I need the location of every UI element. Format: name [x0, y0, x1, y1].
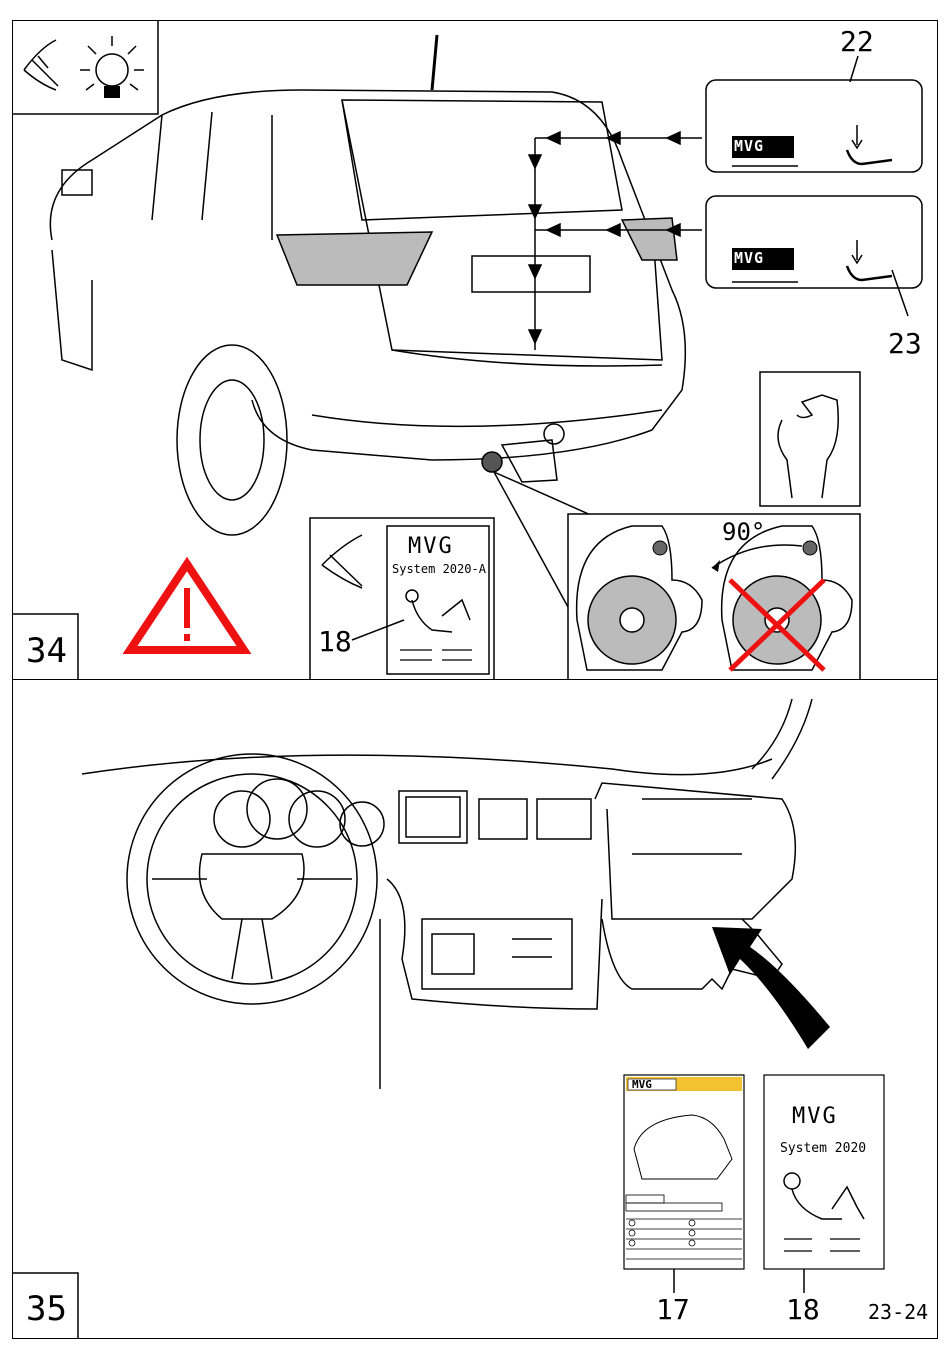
socket-detail-box: [568, 514, 860, 680]
brand-logo-23: MVG: [734, 249, 764, 267]
warning-triangle-icon: [130, 564, 244, 650]
manual-18-brand: MVG: [792, 1104, 838, 1129]
step-34-number: 34: [26, 634, 67, 668]
dashboard-drawing: [82, 699, 812, 1089]
hand-gesture-icon: [760, 372, 860, 506]
callout-18-label: 18: [318, 628, 352, 656]
step-34-illustration: [12, 20, 938, 680]
step-35-illustration: [12, 679, 938, 1339]
insert-direction-arrow: [712, 927, 830, 1049]
brand-logo-22: MVG: [734, 137, 764, 155]
callout-18-label-35: 18: [786, 1296, 820, 1324]
left-taillight: [277, 232, 432, 285]
callout-box-23: [706, 196, 922, 288]
manual-title: System 2020-A: [392, 562, 486, 576]
rotation-angle-label: 90°: [722, 518, 765, 546]
manual-brand: MVG: [408, 534, 454, 559]
manual-17: [624, 1075, 744, 1269]
callout-22-label: 22: [840, 28, 874, 56]
manual-17-brand: MVG: [632, 1078, 652, 1091]
step-35-number: 35: [26, 1292, 67, 1326]
callout-17-label: 17: [656, 1296, 690, 1324]
light-check-arrows: [529, 132, 702, 350]
callout-box-22: [706, 80, 922, 172]
callout-23-label: 23: [888, 330, 922, 358]
license-plate: [472, 256, 590, 292]
inspect-light-icon: [12, 20, 158, 114]
page-id: 23-24: [868, 1302, 928, 1322]
right-taillight: [622, 218, 677, 260]
manual-18-title: System 2020: [780, 1141, 866, 1156]
